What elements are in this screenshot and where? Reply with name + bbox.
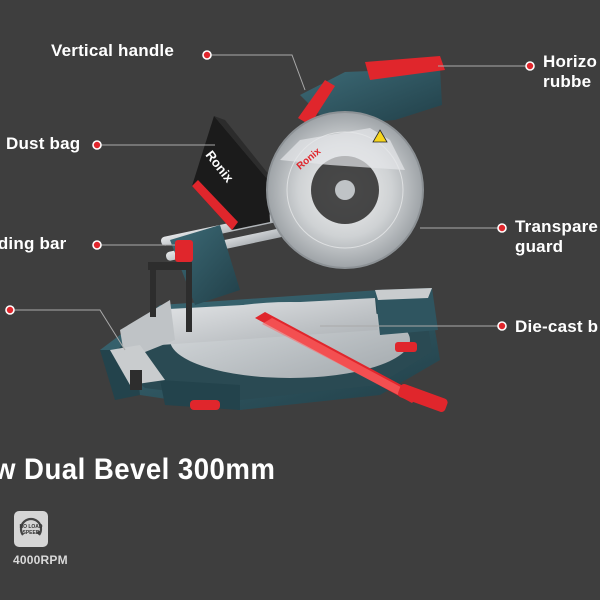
callout-vertical-handle: Vertical handle [51, 41, 174, 60]
callout-transparent-line2: guard [515, 237, 564, 256]
callout-transparent-line1: Transpare [515, 217, 599, 236]
dust-bag: Ronix [192, 116, 278, 230]
callout-leaders [10, 54, 530, 351]
front-clamp [110, 345, 165, 390]
bevel-arm [190, 312, 448, 413]
marker-transparent-guard [497, 223, 507, 233]
marker-dust-bag [92, 140, 102, 150]
vertical-handle [298, 80, 335, 125]
callout-horizontal-line1: Horizo [543, 52, 598, 71]
speed-gauge-icon: NO LOAD SPEED [14, 511, 48, 547]
horizontal-handle [365, 56, 445, 80]
callout-sliding-bar-text: liding bar [0, 234, 67, 253]
marker-sliding-bar [92, 240, 102, 250]
callout-horizontal-line2: rubbe [543, 72, 592, 91]
marker-die-cast-base [497, 321, 507, 331]
speed-arrow-icon [19, 517, 43, 536]
rpm-label: 4000RPM [13, 553, 68, 567]
callout-dust-bag: Dust bag [6, 134, 81, 153]
callout-sliding-bar: liding bar [0, 234, 67, 254]
callout-markers [5, 50, 535, 331]
product-headline: w Dual Bevel 300mm [0, 453, 276, 486]
warning-icon [372, 129, 388, 143]
marker-horizontal-handle [525, 61, 535, 71]
blade-guard: Ronix [266, 111, 424, 269]
marker-base [5, 305, 15, 315]
callout-horizontal-handle: Horizo rubbe [543, 52, 597, 92]
speed-badge-line1: NO LOAD [19, 524, 43, 530]
callout-die-cast-base: Die-cast b [515, 317, 599, 336]
callout-transparent-guard: Transpare guard [515, 217, 598, 257]
fence [120, 300, 175, 360]
speed-badge-line2: SPEED [22, 530, 40, 536]
marker-vertical-handle [202, 50, 212, 60]
clamp-knob [175, 240, 193, 262]
